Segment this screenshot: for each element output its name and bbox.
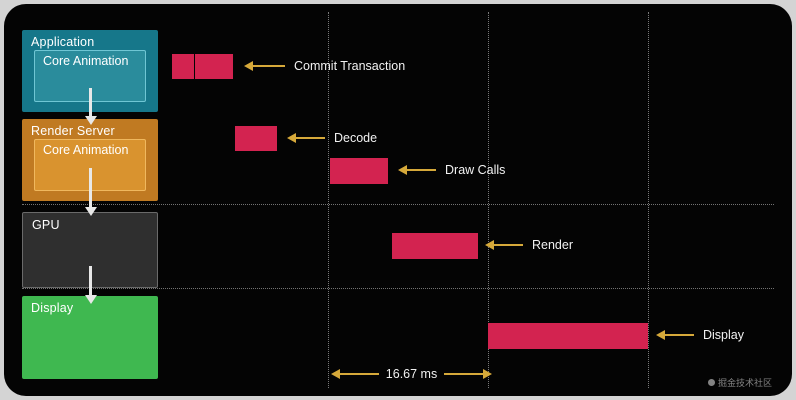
arrow-left-icon [398, 165, 407, 175]
arrow-left-icon [656, 330, 665, 340]
callout-shaft [665, 334, 694, 336]
arrow-left-icon [244, 61, 253, 71]
bar-decode [235, 126, 277, 151]
lane-application-core-animation-box: Core Animation [34, 50, 146, 102]
flow-arrow-render-to-gpu-icon [85, 207, 97, 216]
arrow-left-icon [331, 369, 340, 379]
lane-display-title: Display [31, 301, 74, 315]
lane-gpu-title: GPU [32, 218, 60, 232]
gridline-horizontal-2 [22, 288, 774, 289]
dimension-shaft-right [444, 373, 484, 375]
gridline-vertical-2 [488, 12, 489, 388]
callout-render: Render [485, 238, 573, 252]
arrow-left-icon [287, 133, 296, 143]
callout-display-label: Display [703, 328, 744, 342]
bar-draw-calls [330, 158, 388, 184]
lane-render-server-core-animation-box: Core Animation [34, 139, 146, 191]
flow-arrow-render-to-gpu-shaft [89, 168, 92, 212]
callout-draw-calls-label: Draw Calls [445, 163, 506, 177]
lane-application-core-animation-label: Core Animation [43, 54, 129, 68]
dimension-frame-duration: 16.67 ms [331, 366, 493, 382]
dimension-label: 16.67 ms [385, 367, 438, 381]
watermark-text: 掘金技术社区 [717, 378, 772, 388]
callout-shaft [296, 137, 325, 139]
callout-render-label: Render [532, 238, 573, 252]
bar-display [488, 323, 648, 349]
lane-application-title: Application [31, 35, 95, 49]
callout-commit-transaction-label: Commit Transaction [294, 59, 406, 73]
gridline-vertical-3 [648, 12, 649, 388]
watermark: 掘金技术社区 [707, 376, 772, 389]
flow-arrow-app-to-render-icon [85, 116, 97, 125]
callout-shaft [407, 169, 436, 171]
lane-display: Display [22, 296, 158, 379]
watermark-logo-icon [707, 379, 715, 386]
arrow-left-icon [485, 240, 494, 250]
diagram-canvas: Application Core Animation Render Server… [4, 4, 792, 396]
callout-draw-calls: Draw Calls [398, 163, 505, 177]
dimension-shaft-left [340, 373, 379, 375]
callout-decode-label: Decode [334, 131, 378, 145]
bar-commit-transaction [172, 54, 233, 79]
callout-shaft [494, 244, 523, 246]
gridline-vertical-1 [328, 12, 329, 388]
flow-arrow-gpu-to-display-shaft [89, 266, 92, 298]
lane-render-server-core-animation-label: Core Animation [43, 143, 129, 157]
bar-render [392, 233, 478, 259]
callout-decode: Decode [287, 131, 377, 145]
callout-display: Display [656, 328, 744, 342]
gridline-horizontal-1 [22, 204, 774, 205]
arrow-right-icon [483, 369, 493, 379]
lane-render-server-title: Render Server [31, 124, 115, 138]
callout-commit-transaction: Commit Transaction [244, 59, 405, 73]
flow-arrow-gpu-to-display-icon [85, 295, 97, 304]
callout-shaft [253, 65, 285, 67]
flow-arrow-app-to-render-shaft [89, 88, 92, 120]
